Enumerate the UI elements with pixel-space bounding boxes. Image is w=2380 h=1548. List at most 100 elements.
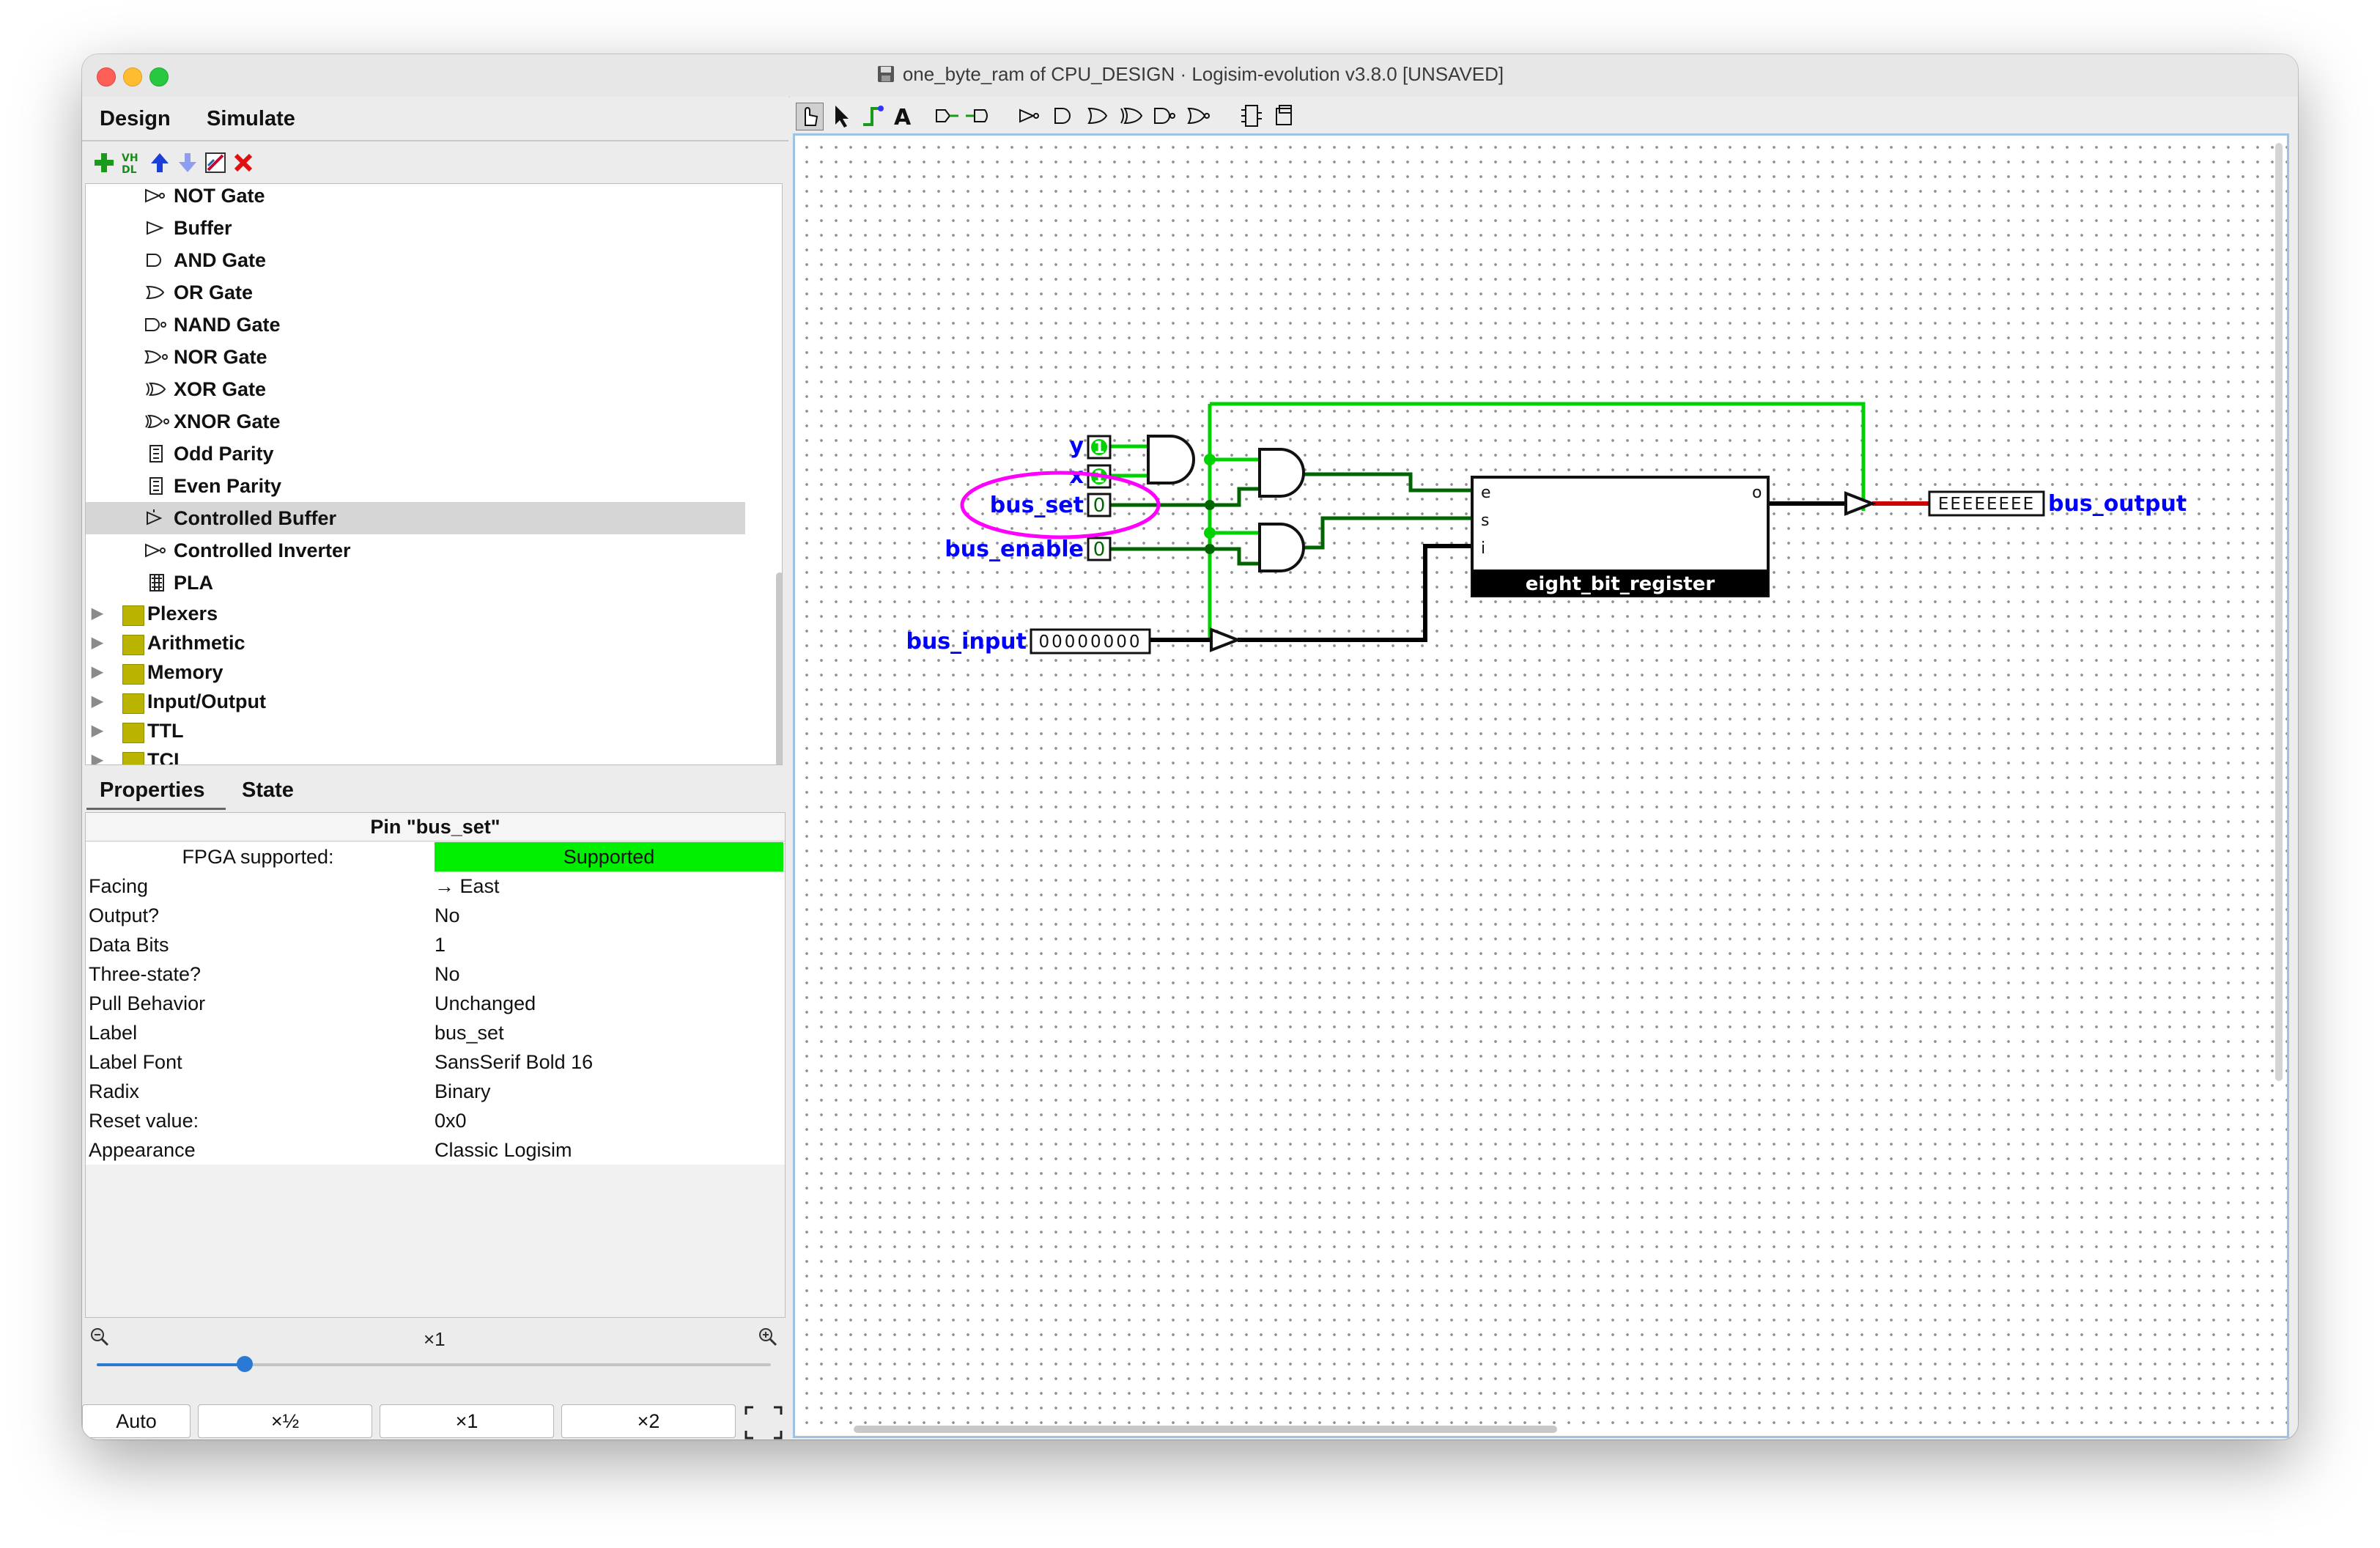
zoom-half-button[interactable]: ×½ — [198, 1404, 372, 1438]
tree-item-nand-gate[interactable]: NAND Gate — [86, 309, 745, 341]
canvas-vertical-scrollbar[interactable] — [2275, 143, 2283, 1081]
folder-icon — [122, 664, 144, 685]
zoom-window-button[interactable] — [149, 67, 169, 86]
output-controlled-buffer[interactable] — [1844, 491, 1877, 516]
pin-bus-input[interactable] — [1030, 628, 1151, 655]
tree-item-controlled-buffer[interactable]: Controlled Buffer — [86, 502, 745, 534]
and-gate-xy[interactable] — [1147, 435, 1195, 484]
and-gate-set[interactable] — [1258, 448, 1305, 498]
tree-item-controlled-inverter[interactable]: Controlled Inverter — [86, 534, 745, 567]
folder-icon — [122, 752, 144, 764]
tab-state[interactable]: State — [242, 778, 294, 802]
property-value[interactable]: 0x0 — [435, 1110, 467, 1132]
tree-item-pla[interactable]: PLA — [86, 567, 745, 599]
expand-arrow-icon[interactable]: ▶ — [92, 664, 103, 680]
add-circuit-icon[interactable] — [92, 151, 116, 174]
nor-gate-tool-icon[interactable] — [1186, 103, 1212, 129]
property-row-output[interactable]: Output?No — [86, 901, 785, 930]
tree-item-xnor-gate[interactable]: XNOR Gate — [86, 405, 745, 438]
pin-bus-enable[interactable] — [1087, 537, 1112, 561]
tree-item-not-gate[interactable]: NOT Gate — [86, 184, 745, 212]
input-controlled-buffer[interactable] — [1210, 627, 1242, 652]
minimize-window-button[interactable] — [123, 67, 142, 86]
or-gate-tool-icon[interactable] — [1084, 103, 1111, 129]
tree-item-buffer[interactable]: Buffer — [86, 212, 745, 244]
circuit-canvas[interactable]: eight_bit_register e s i o 1 1 0 0 00000… — [793, 133, 2289, 1438]
delete-icon[interactable] — [232, 151, 255, 174]
add-circuit-tool-icon[interactable] — [1238, 103, 1265, 129]
tree-folder-tcl[interactable]: ▶TCL — [86, 745, 745, 765]
property-value[interactable]: bus_set — [435, 1022, 504, 1044]
tree-folder-input-output[interactable]: ▶Input/Output — [86, 687, 745, 716]
nand-gate-tool-icon[interactable] — [1152, 103, 1178, 129]
tree-item-xor-gate[interactable]: XOR Gate — [86, 373, 745, 405]
expand-arrow-icon[interactable]: ▶ — [92, 752, 103, 765]
expand-arrow-icon[interactable]: ▶ — [92, 723, 103, 739]
tree-item-nor-gate[interactable]: NOR Gate — [86, 341, 745, 373]
canvas-horizontal-scrollbar[interactable] — [854, 1426, 1557, 1433]
tree-scrollbar[interactable] — [776, 572, 782, 764]
property-value[interactable]: No — [435, 963, 460, 985]
edit-appearance-icon[interactable] — [204, 151, 227, 174]
tree-folder-arithmetic[interactable]: ▶Arithmetic — [86, 628, 745, 657]
input-pin-icon[interactable] — [934, 103, 960, 129]
zoom-auto-button[interactable]: Auto — [82, 1404, 191, 1438]
expand-arrow-icon[interactable]: ▶ — [92, 605, 103, 622]
expand-arrow-icon[interactable]: ▶ — [92, 693, 103, 710]
property-value[interactable]: 1 — [435, 934, 446, 956]
text-tool-icon[interactable]: A — [890, 103, 916, 129]
pin-bus-set[interactable] — [1087, 493, 1112, 517]
zoom-in-icon[interactable] — [758, 1327, 778, 1347]
property-value[interactable]: Unchanged — [435, 992, 536, 1014]
property-value[interactable]: → East — [435, 875, 500, 897]
property-row-three-state[interactable]: Three-state?No — [86, 959, 785, 989]
wiring-tool-icon[interactable] — [859, 103, 885, 129]
zoom-1x-button[interactable]: ×1 — [380, 1404, 554, 1438]
tree-item-or-gate[interactable]: OR Gate — [86, 276, 745, 309]
move-up-icon[interactable] — [148, 151, 171, 174]
chip-tool-icon[interactable] — [1271, 103, 1297, 129]
property-row-facing[interactable]: Facing→ East — [86, 871, 785, 901]
select-tool-icon[interactable] — [828, 103, 854, 129]
zoom-slider-knob[interactable] — [237, 1356, 254, 1372]
tab-design[interactable]: Design — [100, 107, 171, 130]
poke-tool-icon[interactable] — [796, 103, 824, 130]
and-gate-tool-icon[interactable] — [1051, 103, 1077, 129]
move-down-icon[interactable] — [176, 151, 199, 174]
not-gate-tool-icon[interactable] — [1017, 103, 1043, 129]
close-window-button[interactable] — [97, 67, 116, 86]
nor-gate-icon — [144, 350, 169, 364]
fit-to-window-icon[interactable] — [743, 1404, 784, 1440]
tab-simulate[interactable]: Simulate — [207, 107, 295, 130]
tree-folder-plexers[interactable]: ▶Plexers — [86, 599, 745, 628]
zoom-2x-button[interactable]: ×2 — [561, 1404, 736, 1438]
zoom-out-icon[interactable] — [89, 1327, 110, 1347]
property-value[interactable]: Classic Logisim — [435, 1139, 572, 1161]
circuit-diagram[interactable]: eight_bit_register e s i o 1 1 0 0 00000… — [795, 136, 2287, 1436]
property-value[interactable]: Binary — [435, 1080, 491, 1102]
tree-folder-memory[interactable]: ▶Memory — [86, 657, 745, 687]
tree-item-odd-parity[interactable]: Odd Parity — [86, 438, 745, 470]
xor-gate-tool-icon[interactable] — [1118, 103, 1145, 129]
zoom-slider-track[interactable] — [97, 1356, 771, 1372]
expand-arrow-icon[interactable]: ▶ — [92, 635, 103, 651]
tab-properties[interactable]: Properties — [100, 778, 205, 802]
tree-item-label: Controlled Inverter — [174, 539, 351, 561]
tree-folder-ttl[interactable]: ▶TTL — [86, 716, 745, 745]
property-row-reset-value[interactable]: Reset value:0x0 — [86, 1106, 785, 1135]
output-pin-icon[interactable] — [964, 103, 991, 129]
and-gate-enable[interactable] — [1258, 523, 1305, 572]
property-value[interactable]: SansSerif Bold 16 — [435, 1051, 594, 1073]
tree-item-label: PLA — [174, 572, 213, 594]
tree-item-and-gate[interactable]: AND Gate — [86, 244, 745, 276]
tree-item-even-parity[interactable]: Even Parity — [86, 470, 745, 502]
property-value[interactable]: No — [435, 904, 460, 926]
pin-bus-output[interactable] — [1928, 490, 2045, 517]
